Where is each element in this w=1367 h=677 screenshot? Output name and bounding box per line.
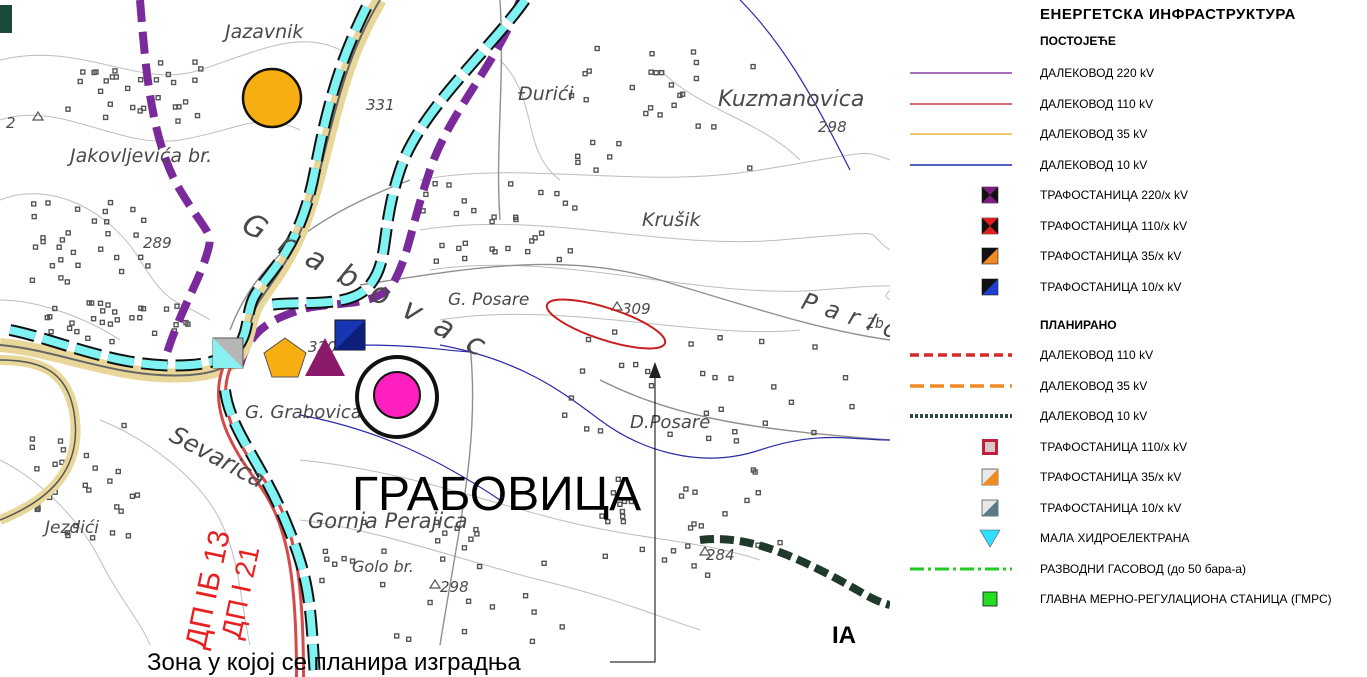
- contour-lines: [0, 41, 890, 646]
- place-jezdici: Jezdići: [42, 518, 99, 538]
- building-marks: [29, 45, 855, 645]
- line-solid-icon: [900, 154, 1020, 176]
- legend-item-existing-2: ДАЛЕКОВОД 35 kV: [900, 123, 1367, 145]
- elevation-289: 289: [143, 234, 172, 252]
- legend-item-planned-5: ТРАФОСТАНИЦА 10/x kV: [900, 497, 1367, 519]
- square-icon: [900, 588, 1020, 610]
- legend-item-planned-0: ДАЛЕКОВОД 110 kV: [900, 344, 1367, 366]
- legend-item-planned-3: ТРАФОСТАНИЦА 110/x kV: [900, 436, 1367, 458]
- legend-item-planned-4: ТРАФОСТАНИЦА 35/x kV: [900, 466, 1367, 488]
- substation-10kv-marker: [334, 319, 366, 351]
- elevation-2: 2: [6, 114, 16, 132]
- elevation-284: 284: [706, 546, 735, 564]
- settlement-dot: [373, 371, 421, 419]
- legend-panel: ЕНЕРГЕТСКА ИНФРАСТРУКТУРА ПОСТОЈЕЋЕ ДАЛЕ…: [900, 0, 1367, 677]
- elevation-2b: 2b: [866, 316, 884, 332]
- place-djurici: Đurići: [518, 83, 574, 105]
- legend-item-existing-3: ДАЛЕКОВОД 10 kV: [900, 154, 1367, 176]
- substation-hourglass-icon: [900, 215, 1020, 237]
- line-dotted-icon: [900, 405, 1020, 427]
- legend-item-planned-1: ДАЛЕКОВОД 35 kV: [900, 375, 1367, 397]
- legend-item-label: ТРАФОСТАНИЦА 110/x kV: [1040, 218, 1188, 233]
- cyan-corridor: [8, 0, 530, 677]
- substation-diagonal-icon: [900, 276, 1020, 298]
- legend-item-label: ДАЛЕКОВОД 10 kV: [1040, 157, 1148, 172]
- edge-fragment-label: IA: [832, 622, 856, 649]
- zone-pointer-arrow: [610, 362, 661, 663]
- legend-item-planned-6: МАЛА ХИДРОЕЛЕКТРАНА: [900, 527, 1367, 549]
- legend-item-label: ТРАФОСТАНИЦА 10/x kV: [1040, 279, 1182, 294]
- purple-triangle-marker: [305, 338, 345, 376]
- place-golo-br: Golo br.: [352, 557, 414, 576]
- legend-item-label: ДАЛЕКОВОД 220 kV: [1040, 66, 1154, 80]
- substation-diagonal-icon: [900, 245, 1020, 267]
- place-jazavnik: Jazavnik: [221, 21, 304, 43]
- substation-planned-diagonal-icon: [900, 466, 1020, 488]
- legend-item-existing-7: ТРАФОСТАНИЦА 10/x kV: [900, 276, 1367, 298]
- legend-item-label: ДАЛЕКОВОД 110 kV: [1040, 348, 1154, 362]
- town-label: ГРАБОВИЦА: [352, 468, 641, 521]
- legend-title: ЕНЕРГЕТСКА ИНФРАСТРУКТУРА: [1040, 6, 1296, 23]
- legend-item-label: ТРАФОСТАНИЦА 220/x kV: [1040, 188, 1188, 202]
- elevation-298-s: 298: [440, 578, 469, 596]
- substation-planned-frame-icon: [900, 436, 1020, 458]
- legend-item-existing-0: ДАЛЕКОВОД 220 kV: [900, 62, 1367, 84]
- powerline-220kv: [136, 0, 524, 381]
- legend-item-label: ТРАФОСТАНИЦА 35/x kV: [1040, 470, 1182, 484]
- legend-item-label: ДАЛЕКОВОД 10 kV: [1040, 409, 1148, 423]
- place-kuzmanovica: Kuzmanovica: [718, 87, 864, 112]
- substation-hourglass-icon: [900, 184, 1020, 206]
- pentagon-marker: [263, 337, 307, 378]
- substation-10kv-planned-marker: [212, 337, 244, 369]
- elevation-331: 331: [366, 96, 395, 114]
- planned-zone-ellipse: [545, 298, 667, 350]
- planned-10kv-line: [699, 535, 890, 609]
- legend-item-existing-1: ДАЛЕКОВОД 110 kV: [900, 93, 1367, 115]
- legend-item-label: ТРАФОСТАНИЦА 10/x kV: [1040, 500, 1182, 515]
- elevation-309: 309: [622, 300, 651, 318]
- orange-circle-marker: [241, 67, 303, 129]
- triangle-down-icon: [900, 527, 1020, 549]
- line-solid-icon: [900, 93, 1020, 115]
- legend-item-label: ДАЛЕКОВОД 110 kV: [1040, 96, 1154, 111]
- legend-item-label: МАЛА ХИДРОЕЛЕКТРАНА: [1040, 531, 1190, 545]
- place-g-posare: G. Posare: [448, 290, 529, 310]
- legend-item-existing-5: ТРАФОСТАНИЦА 110/x kV: [900, 215, 1367, 237]
- line-dashed-icon: [900, 344, 1020, 366]
- blue-lines: [299, 0, 890, 501]
- map-symbols: [212, 67, 439, 439]
- line-solid-icon: [900, 62, 1020, 84]
- legend-item-planned-8: ГЛАВНА МЕРНО-РЕГУЛАЦИОНА СТАНИЦА (ГМРС): [900, 588, 1367, 610]
- edge-mark-left: [0, 5, 12, 33]
- legend-item-planned-7: РАЗВОДНИ ГАСОВОД (до 50 бара-а): [900, 558, 1367, 580]
- line-dashed-long-icon: [900, 375, 1020, 397]
- legend-item-existing-6: ТРАФОСТАНИЦА 35/x kV: [900, 245, 1367, 267]
- line-solid-icon: [900, 123, 1020, 145]
- substation-planned-diagonal-icon: [900, 497, 1020, 519]
- legend-item-label: РАЗВОДНИ ГАСОВОД (до 50 бара-а): [1040, 561, 1247, 576]
- place-krusik: Krušik: [642, 209, 701, 231]
- place-g-grabovica: G. Grabovica: [245, 402, 362, 423]
- legend-item-label: ДАЛЕКОВОД 35 kV: [1040, 127, 1148, 141]
- legend-item-planned-2: ДАЛЕКОВОД 10 kV: [900, 405, 1367, 427]
- legend-item-existing-4: ТРАФОСТАНИЦА 220/x kV: [900, 184, 1367, 206]
- place-d-posare: D.Posare: [630, 412, 710, 433]
- topographic-map: ДП IБ 13 ДП I 21 Jazavnik Đurići Kuzmano…: [0, 0, 890, 677]
- legend-item-label: ГЛАВНА МЕРНО-РЕГУЛАЦИОНА СТАНИЦА (ГМРС): [1040, 592, 1332, 606]
- elevation-298-ne: 298: [818, 118, 847, 136]
- legend-item-label: ТРАФОСТАНИЦА 110/x kV: [1040, 439, 1188, 454]
- legend-item-label: ТРАФОСТАНИЦА 35/x kV: [1040, 249, 1182, 263]
- place-gornja-perajica: Gornja Perajica: [308, 509, 468, 533]
- zone-note: Зона у којој се планира изградња: [147, 649, 521, 676]
- place-jakovljevica: Jakovljevića br.: [66, 145, 212, 167]
- legend-heading-existing: ПОСТОЈЕЋЕ: [1040, 34, 1116, 48]
- legend-item-label: ДАЛЕКОВОД 35 kV: [1040, 378, 1148, 393]
- legend-heading-planned: ПЛАНИРАНО: [1040, 318, 1117, 332]
- line-dash-dot-icon: [900, 558, 1020, 580]
